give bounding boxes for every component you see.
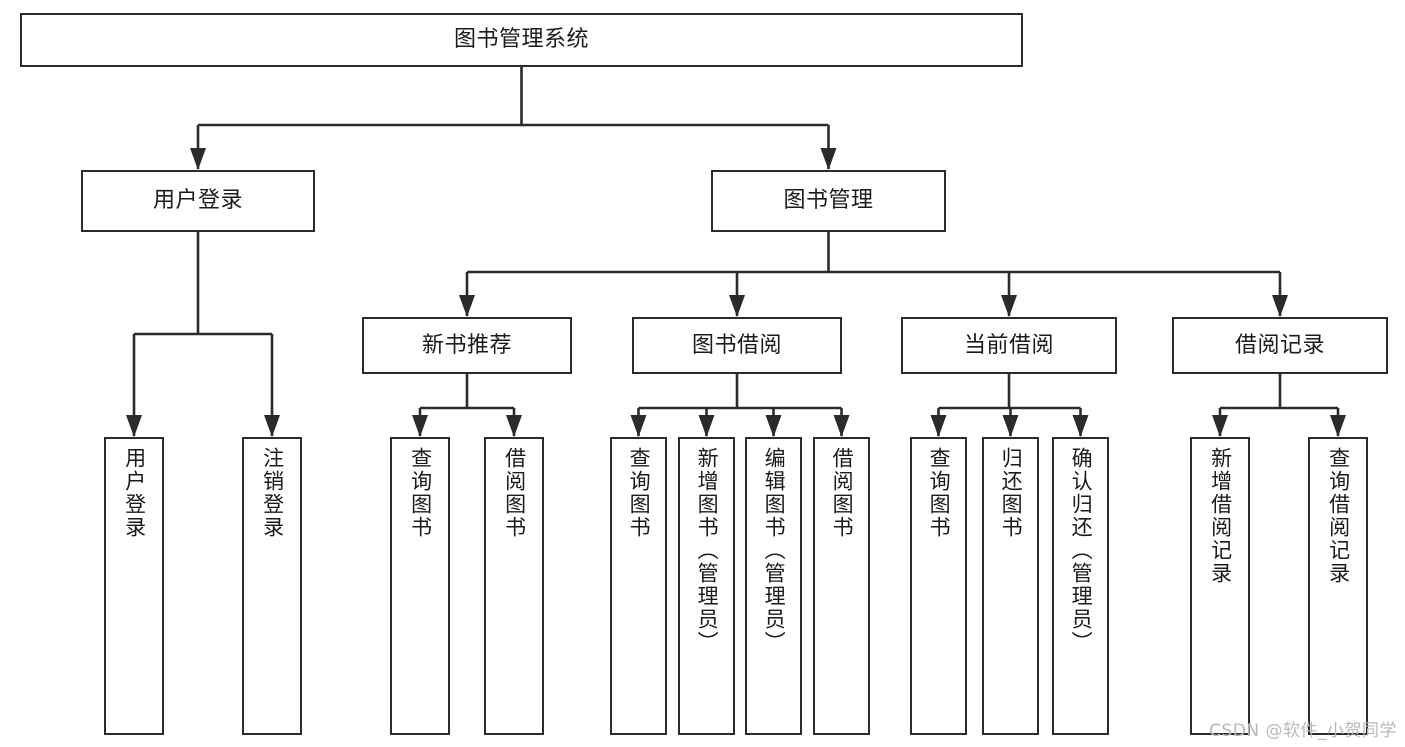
node-leaf-query-book-cur[interactable]: 查询图书 bbox=[910, 437, 967, 735]
node-root-label: 图书管理系统 bbox=[453, 27, 589, 53]
node-leaf-user-login-label: 用户登录 bbox=[122, 447, 147, 539]
node-book-borrow-label: 图书借阅 bbox=[691, 332, 782, 358]
node-leaf-confirm-return[interactable]: 确认归还（管理员） bbox=[1052, 437, 1109, 735]
node-new-book-recommend-label: 新书推荐 bbox=[421, 332, 512, 358]
node-leaf-query-book-borrow-label: 查询图书 bbox=[627, 447, 652, 539]
node-leaf-return-book[interactable]: 归还图书 bbox=[982, 437, 1039, 735]
node-leaf-confirm-return-label: 确认归还（管理员） bbox=[1069, 447, 1094, 654]
node-leaf-query-record-label: 查询借阅记录 bbox=[1326, 447, 1351, 585]
node-root[interactable]: 图书管理系统 bbox=[20, 13, 1023, 67]
node-current-borrow-label: 当前借阅 bbox=[963, 332, 1054, 358]
node-book-manage-label: 图书管理 bbox=[783, 188, 874, 214]
node-leaf-borrow-book-rec[interactable]: 借阅图书 bbox=[484, 437, 544, 735]
node-leaf-add-book[interactable]: 新增图书（管理员） bbox=[678, 437, 735, 735]
node-user-login-label: 用户登录 bbox=[152, 188, 243, 214]
node-leaf-borrow-book-label: 借阅图书 bbox=[830, 447, 855, 539]
node-book-borrow[interactable]: 图书借阅 bbox=[632, 317, 842, 374]
node-book-manage[interactable]: 图书管理 bbox=[711, 170, 946, 232]
node-current-borrow[interactable]: 当前借阅 bbox=[901, 317, 1117, 374]
node-borrow-record[interactable]: 借阅记录 bbox=[1172, 317, 1388, 374]
node-leaf-borrow-book[interactable]: 借阅图书 bbox=[813, 437, 870, 735]
node-leaf-query-book-cur-label: 查询图书 bbox=[927, 447, 952, 539]
node-leaf-borrow-book-rec-label: 借阅图书 bbox=[502, 447, 527, 539]
node-leaf-logout-label: 注销登录 bbox=[260, 447, 285, 539]
node-leaf-query-book-rec[interactable]: 查询图书 bbox=[390, 437, 450, 735]
node-leaf-add-record-label: 新增借阅记录 bbox=[1208, 447, 1233, 585]
node-leaf-edit-book[interactable]: 编辑图书（管理员） bbox=[745, 437, 802, 735]
node-leaf-return-book-label: 归还图书 bbox=[999, 447, 1024, 539]
node-borrow-record-label: 借阅记录 bbox=[1234, 332, 1325, 358]
node-leaf-query-book-rec-label: 查询图书 bbox=[408, 447, 433, 539]
node-leaf-user-login[interactable]: 用户登录 bbox=[104, 437, 164, 735]
watermark: CSDN @软件_小贺同学 bbox=[1209, 721, 1397, 741]
node-user-login[interactable]: 用户登录 bbox=[81, 170, 315, 232]
node-leaf-query-book-borrow[interactable]: 查询图书 bbox=[610, 437, 667, 735]
node-leaf-add-book-label: 新增图书（管理员） bbox=[695, 447, 720, 654]
node-leaf-query-record[interactable]: 查询借阅记录 bbox=[1308, 437, 1368, 735]
node-leaf-add-record[interactable]: 新增借阅记录 bbox=[1190, 437, 1250, 735]
node-leaf-edit-book-label: 编辑图书（管理员） bbox=[762, 447, 787, 654]
node-new-book-recommend[interactable]: 新书推荐 bbox=[362, 317, 572, 374]
node-leaf-logout[interactable]: 注销登录 bbox=[242, 437, 302, 735]
